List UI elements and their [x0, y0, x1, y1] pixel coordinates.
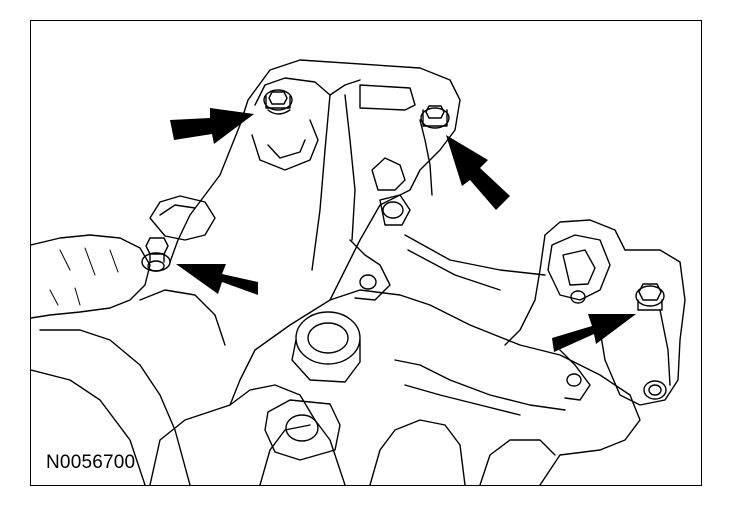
arrow-right-bolt	[552, 314, 636, 352]
transmission-case	[149, 289, 641, 485]
bolt-upper-left	[263, 89, 293, 115]
arrow-upper-right-bolt	[446, 135, 510, 210]
bolt-upper-right	[420, 105, 450, 129]
center-boss	[291, 311, 361, 383]
right-bracket	[504, 219, 686, 406]
bolt-left	[141, 237, 171, 272]
arrow-upper-left-bolt	[170, 108, 254, 144]
arrow-left-bolt	[176, 264, 258, 295]
illustration-frame	[30, 20, 702, 486]
left-housing	[31, 234, 226, 485]
engine-mount-bracket	[169, 59, 546, 301]
left-bracket-arm	[149, 195, 216, 241]
lower-boss	[264, 399, 341, 461]
bolt-right	[635, 283, 665, 311]
figure-id-code: N0056700	[46, 452, 136, 473]
